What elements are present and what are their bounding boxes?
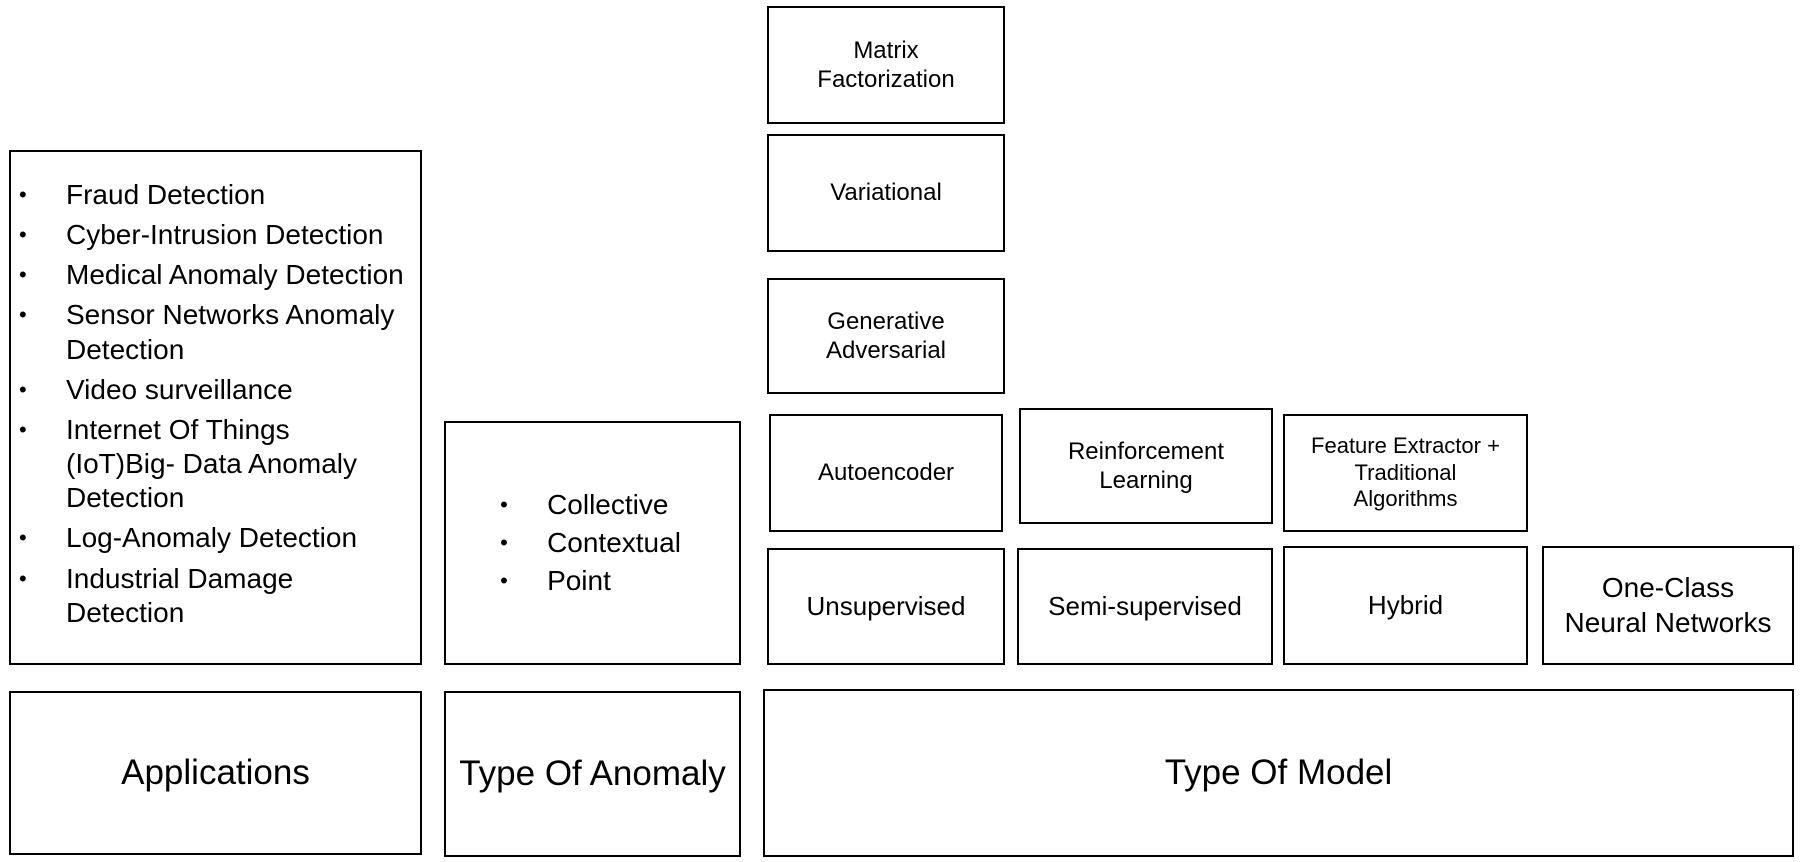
applications-list-box: Fraud Detection Cyber-Intrusion Detectio… xyxy=(9,150,422,665)
semi-supervised-label: Semi-supervised xyxy=(1048,590,1242,621)
anomaly-list-item: Contextual xyxy=(492,524,681,562)
applications-list: Fraud Detection Cyber-Intrusion Detectio… xyxy=(11,178,404,636)
unsupervised-box: Unsupervised xyxy=(767,548,1005,665)
reinforcement-learning-label: Reinforcement Learning xyxy=(1067,437,1225,494)
feature-extractor-label: Feature Extractor + Traditional Algorith… xyxy=(1311,432,1500,512)
anomaly-list-box: Collective Contextual Point xyxy=(444,421,741,665)
anomaly-list-item: Point xyxy=(492,562,681,600)
generative-adversarial-label: Generative Adversarial xyxy=(825,307,947,364)
applications-list-item: Medical Anomaly Detection xyxy=(11,258,404,292)
applications-list-item: Log-Anomaly Detection xyxy=(11,521,404,555)
applications-list-item: Industrial Damage Detection xyxy=(11,562,404,630)
one-class-label: One-Class Neural Networks xyxy=(1564,572,1772,638)
hybrid-label: Hybrid xyxy=(1367,589,1444,620)
reinforcement-learning-box: Reinforcement Learning xyxy=(1019,408,1273,524)
model-title: Type Of Model xyxy=(1164,752,1393,792)
anomaly-title: Type Of Anomaly xyxy=(459,753,726,793)
matrix-factorization-box: Matrix Factorization xyxy=(767,6,1005,124)
applications-title-box: Applications xyxy=(9,691,422,855)
feature-extractor-box: Feature Extractor + Traditional Algorith… xyxy=(1283,414,1528,532)
semi-supervised-box: Semi-supervised xyxy=(1017,548,1273,665)
one-class-box: One-Class Neural Networks xyxy=(1542,546,1794,665)
applications-list-item: Fraud Detection xyxy=(11,178,404,212)
applications-list-item: Video surveillance xyxy=(11,373,404,407)
unsupervised-label: Unsupervised xyxy=(806,590,966,621)
anomaly-title-box: Type Of Anomaly xyxy=(444,691,741,857)
hybrid-box: Hybrid xyxy=(1283,546,1528,665)
anomaly-list-item: Collective xyxy=(492,486,681,524)
applications-list-item: Cyber-Intrusion Detection xyxy=(11,218,404,252)
applications-list-item: Sensor Networks Anomaly Detection xyxy=(11,298,404,366)
variational-box: Variational xyxy=(767,134,1005,252)
model-title-box: Type Of Model xyxy=(763,689,1794,857)
applications-list-item: Internet Of Things (IoT)Big- Data Anomal… xyxy=(11,413,404,515)
anomaly-list: Collective Contextual Point xyxy=(492,486,681,600)
matrix-factorization-label: Matrix Factorization xyxy=(817,36,955,93)
generative-adversarial-box: Generative Adversarial xyxy=(767,278,1005,394)
autoencoder-label: Autoencoder xyxy=(817,459,955,487)
applications-title: Applications xyxy=(121,752,310,792)
variational-label: Variational xyxy=(830,179,942,207)
autoencoder-box: Autoencoder xyxy=(769,414,1003,532)
